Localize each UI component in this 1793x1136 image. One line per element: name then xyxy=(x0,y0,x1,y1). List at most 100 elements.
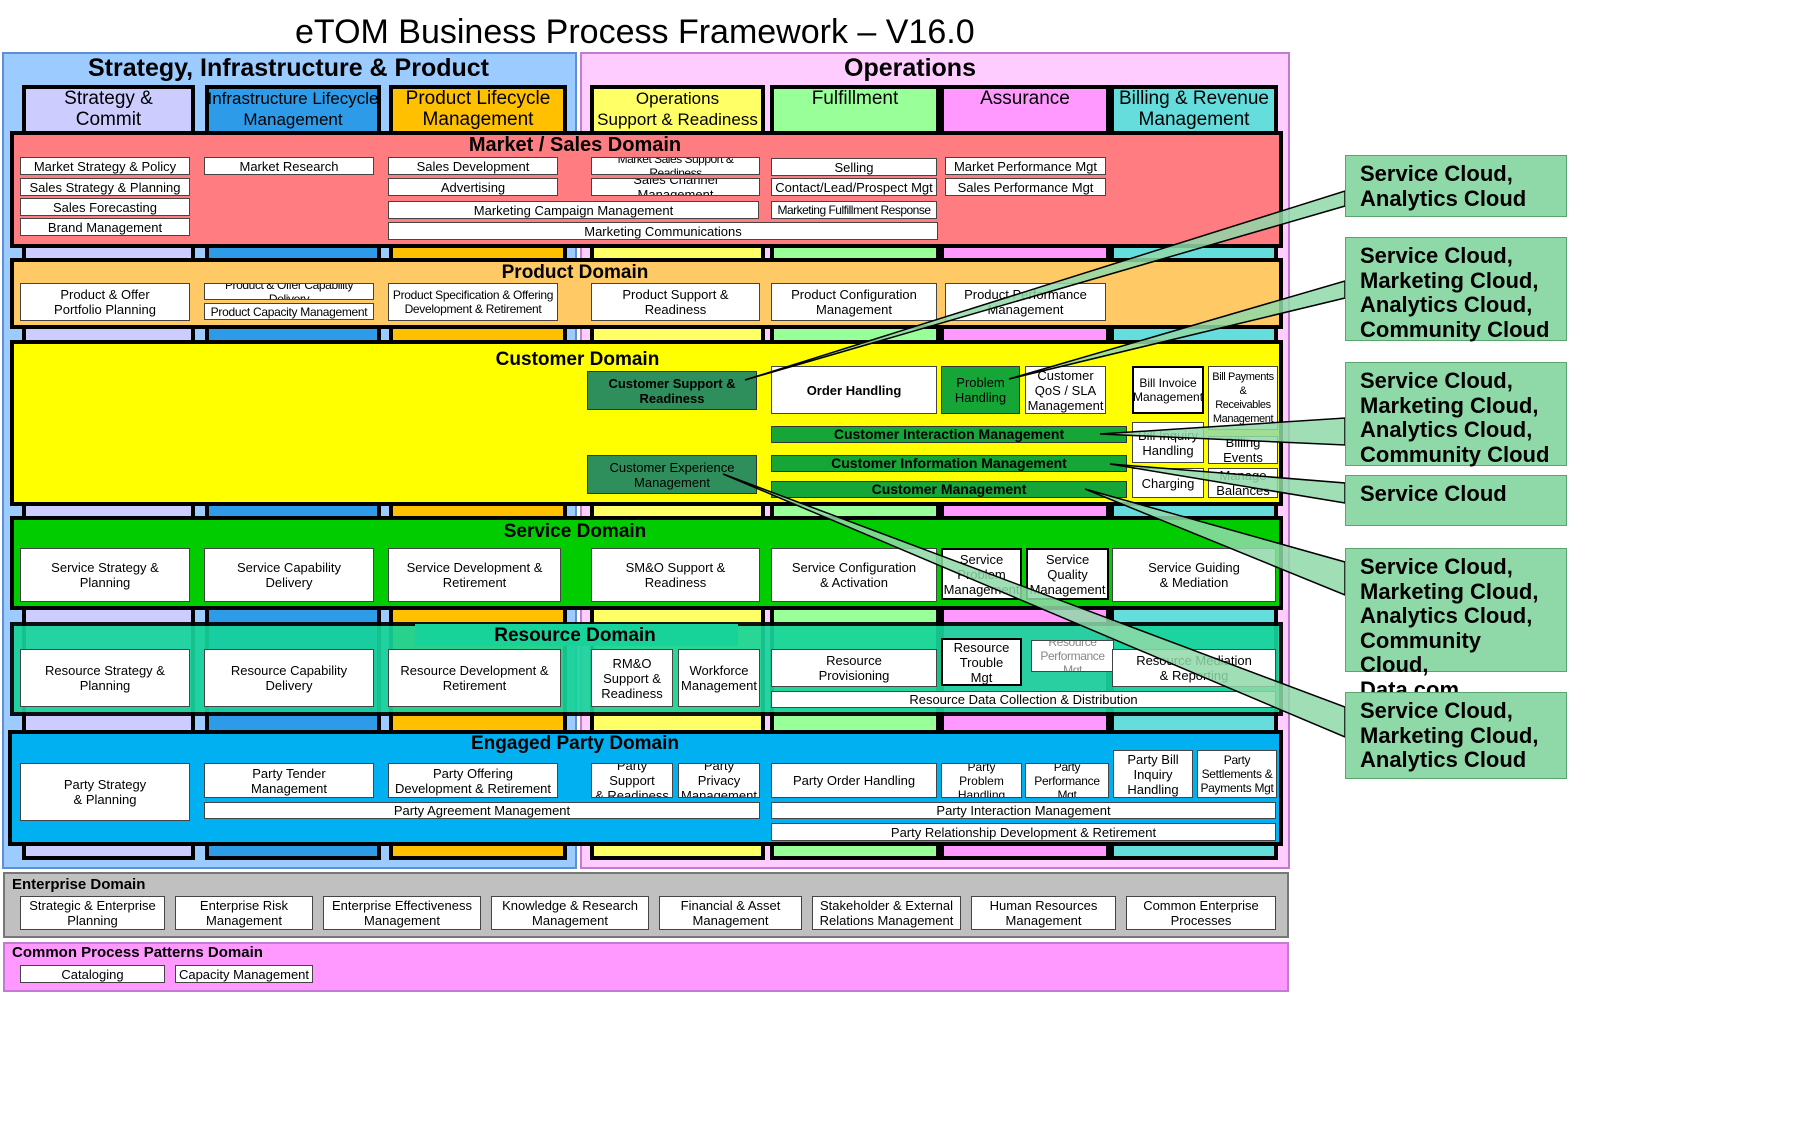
party-tender-management[interactable]: Party Tender Management xyxy=(204,763,374,798)
rmo-support-readiness[interactable]: RM&O Support & Readiness xyxy=(591,649,673,707)
customer-domain-title: Customer Domain xyxy=(495,349,660,370)
market-research[interactable]: Market Research xyxy=(204,157,374,175)
service-quality-management[interactable]: Service Quality Management xyxy=(1026,548,1109,600)
resource-performance-mgt[interactable]: Resource Performance Mgt xyxy=(1031,640,1114,672)
party-order-handling[interactable]: Party Order Handling xyxy=(771,763,937,798)
resource-strategy-planning[interactable]: Resource Strategy & Planning xyxy=(20,649,190,707)
market-domain-title: Market / Sales Domain xyxy=(468,134,682,156)
bill-inquiry-handling[interactable]: Bill Inquiry Handling xyxy=(1132,422,1204,463)
resource-domain-title-bg xyxy=(415,624,738,646)
common-domain-title: Common Process Patterns Domain xyxy=(12,944,263,961)
resource-trouble-mgt[interactable]: Resource Trouble Mgt xyxy=(941,638,1022,686)
sales-channel-management[interactable]: Sales Channel Management xyxy=(591,178,760,196)
service-domain-title: Service Domain xyxy=(503,521,647,542)
selling[interactable]: Selling xyxy=(771,158,937,176)
human-resources-management[interactable]: Human Resources Management xyxy=(971,896,1116,930)
customer-support-readiness[interactable]: Customer Support & Readiness xyxy=(587,371,757,410)
sip-heading: Strategy, Infrastructure & Product xyxy=(87,54,489,82)
product-specification-offering[interactable]: Product Specification & Offering Develop… xyxy=(388,283,558,321)
manage-balances[interactable]: Manage Balances xyxy=(1208,468,1278,498)
sales-development[interactable]: Sales Development xyxy=(388,157,558,175)
market-sales-support-readiness[interactable]: Market Sales Support & Readiness xyxy=(591,157,760,175)
stakeholder-external-relations[interactable]: Stakeholder & External Relations Managem… xyxy=(812,896,961,930)
column-header-product-lifecycle: Product Lifecycle Management xyxy=(405,88,551,130)
product-capacity-management[interactable]: Product Capacity Management xyxy=(204,303,374,320)
contact-lead-prospect-mgt[interactable]: Contact/Lead/Prospect Mgt xyxy=(771,178,937,196)
resource-data-collection-distribution[interactable]: Resource Data Collection & Distribution xyxy=(771,691,1276,708)
workforce-management[interactable]: Workforce Management xyxy=(678,649,760,707)
callout-service-marketing-analytics: Service Cloud, Marketing Cloud, Analytic… xyxy=(1345,692,1567,779)
service-problem-management[interactable]: Service Problem Management xyxy=(941,548,1022,600)
enterprise-strategic-planning[interactable]: Strategic & Enterprise Planning xyxy=(20,896,165,930)
column-header-strategy-commit: Strategy & Commit xyxy=(64,88,153,130)
product-support-readiness[interactable]: Product Support & Readiness xyxy=(591,283,760,321)
marketing-communications[interactable]: Marketing Communications xyxy=(388,222,938,240)
customer-interaction-management[interactable]: Customer Interaction Management xyxy=(771,426,1127,443)
sales-strategy-planning[interactable]: Sales Strategy & Planning xyxy=(20,178,190,196)
party-settlements-payments-mgt[interactable]: Party Settlements & Payments Mgt xyxy=(1197,750,1277,798)
party-bill-inquiry-handling[interactable]: Party Bill Inquiry Handling xyxy=(1113,750,1193,798)
resource-provisioning[interactable]: Resource Provisioning xyxy=(771,649,937,687)
column-header-operations-support: Operations Support & Readiness xyxy=(597,89,758,129)
customer-information-management[interactable]: Customer Information Management xyxy=(771,455,1127,472)
capacity-management[interactable]: Capacity Management xyxy=(175,965,313,983)
financial-asset-management[interactable]: Financial & Asset Management xyxy=(659,896,802,930)
column-header-infrastructure: Infrastructure Lifecycle Management xyxy=(207,89,379,129)
party-problem-handling[interactable]: Party Problem Handling xyxy=(941,763,1022,798)
market-strategy-policy[interactable]: Market Strategy & Policy xyxy=(20,157,190,175)
service-capability-delivery[interactable]: Service Capability Delivery xyxy=(204,548,374,602)
resource-development-retirement[interactable]: Resource Development & Retirement xyxy=(388,649,561,707)
enterprise-effectiveness-management[interactable]: Enterprise Effectiveness Management xyxy=(323,896,481,930)
column-header-fulfillment: Fulfillment xyxy=(811,88,899,109)
party-performance-mgt[interactable]: Party Performance Mgt xyxy=(1025,763,1109,798)
party-interaction-management[interactable]: Party Interaction Management xyxy=(771,802,1276,819)
callout-service-marketing-analytics-community-2: Service Cloud, Marketing Cloud, Analytic… xyxy=(1345,362,1567,466)
resource-domain-title: Resource Domain xyxy=(494,625,656,646)
common-enterprise-processes[interactable]: Common Enterprise Processes xyxy=(1126,896,1276,930)
advertising[interactable]: Advertising xyxy=(388,178,558,196)
customer-management[interactable]: Customer Management xyxy=(771,481,1127,498)
callout-service-analytics: Service Cloud, Analytics Cloud xyxy=(1345,155,1567,217)
party-strategy-planning[interactable]: Party Strategy & Planning xyxy=(20,763,190,821)
enterprise-domain-title: Enterprise Domain xyxy=(12,876,146,893)
customer-experience-management[interactable]: Customer Experience Management xyxy=(587,455,757,494)
party-offering-development-retirement[interactable]: Party Offering Development & Retirement xyxy=(388,763,558,798)
brand-management[interactable]: Brand Management xyxy=(20,218,190,236)
marketing-campaign-management[interactable]: Marketing Campaign Management xyxy=(388,201,759,219)
product-domain-title: Product Domain xyxy=(501,262,649,283)
resource-capability-delivery[interactable]: Resource Capability Delivery xyxy=(204,649,374,707)
column-header-billing-revenue: Billing & Revenue Management xyxy=(1119,88,1269,130)
product-offer-capability-delivery[interactable]: Product & Offer Capability Delivery xyxy=(204,283,374,300)
sales-performance-mgt[interactable]: Sales Performance Mgt xyxy=(945,178,1106,196)
charging[interactable]: Charging xyxy=(1132,468,1204,498)
enterprise-risk-management[interactable]: Enterprise Risk Management xyxy=(175,896,313,930)
service-guiding-mediation[interactable]: Service Guiding & Mediation xyxy=(1112,548,1276,602)
bill-payments-receivables[interactable]: Bill Payments & Receivables Management xyxy=(1208,366,1278,430)
product-performance-management[interactable]: Product Performance Management xyxy=(945,283,1106,321)
resource-mediation-reporting[interactable]: Resource Mediation & Reporting xyxy=(1112,649,1276,687)
bill-invoice-management[interactable]: Bill Invoice Management xyxy=(1132,366,1204,414)
callout-service-marketing-analytics-community-1: Service Cloud, Marketing Cloud, Analytic… xyxy=(1345,237,1567,341)
service-strategy-planning[interactable]: Service Strategy & Planning xyxy=(20,548,190,602)
knowledge-research-management[interactable]: Knowledge & Research Management xyxy=(491,896,649,930)
smo-support-readiness[interactable]: SM&O Support & Readiness xyxy=(591,548,760,602)
column-header-assurance: Assurance xyxy=(980,88,1070,109)
market-performance-mgt[interactable]: Market Performance Mgt xyxy=(945,157,1106,175)
party-agreement-management[interactable]: Party Agreement Management xyxy=(204,802,760,819)
customer-qos-sla-management[interactable]: Customer QoS / SLA Management xyxy=(1025,366,1106,414)
product-offer-portfolio-planning[interactable]: Product & Offer Portfolio Planning xyxy=(20,283,190,321)
billing-events[interactable]: Billing Events xyxy=(1208,436,1278,464)
party-privacy-management[interactable]: Party Privacy Management xyxy=(678,763,760,798)
operations-heading: Operations xyxy=(844,54,976,82)
party-relationship-development-retirement[interactable]: Party Relationship Development & Retirem… xyxy=(771,823,1276,841)
marketing-fulfillment-response[interactable]: Marketing Fulfillment Response xyxy=(771,201,937,219)
service-development-retirement[interactable]: Service Development & Retirement xyxy=(388,548,561,602)
order-handling[interactable]: Order Handling xyxy=(771,366,937,414)
problem-handling[interactable]: Problem Handling xyxy=(941,366,1020,414)
sales-forecasting[interactable]: Sales Forecasting xyxy=(20,198,190,216)
product-configuration-management[interactable]: Product Configuration Management xyxy=(771,283,937,321)
cataloging[interactable]: Cataloging xyxy=(20,965,165,983)
service-configuration-activation[interactable]: Service Configuration & Activation xyxy=(771,548,937,602)
party-support-readiness[interactable]: Party Support & Readiness xyxy=(591,763,673,798)
callout-service-marketing-analytics-community-data: Service Cloud, Marketing Cloud, Analytic… xyxy=(1345,548,1567,701)
